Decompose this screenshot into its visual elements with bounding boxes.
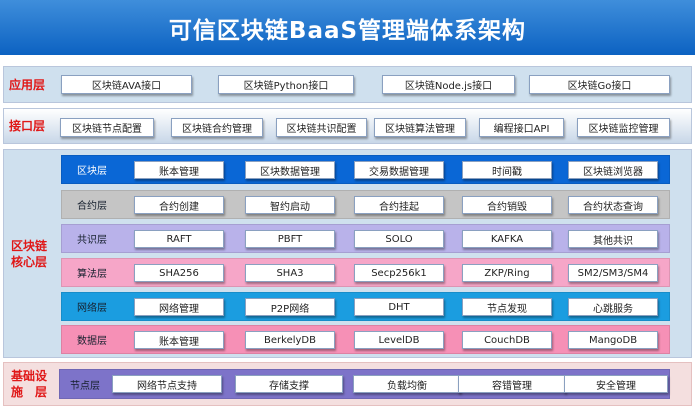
data-sublayer-label: 数据层 xyxy=(77,336,107,347)
page-title: 可信区块链BaaS管理端体系架构 xyxy=(0,0,695,55)
algorithm-item-sm[interactable]: SM2/SM3/SM4 xyxy=(568,264,658,282)
app-item-go-interface[interactable]: 区块链Go接口 xyxy=(529,75,670,94)
block-item-block-data[interactable]: 区块数据管理 xyxy=(245,161,335,179)
node-item-network-support[interactable]: 网络节点支持 xyxy=(112,375,222,393)
data-item-couchdb[interactable]: CouchDB xyxy=(462,331,552,349)
algorithm-sublayer: 算法层 SHA256 SHA3 Secp256k1 ZKP/Ring SM2/S… xyxy=(61,258,670,287)
app-item-python-interface[interactable]: 区块链Python接口 xyxy=(218,75,354,94)
iface-item-node-config[interactable]: 区块链节点配置 xyxy=(60,118,154,137)
node-sublayer: 节点层 网络节点支持 存储支撑 负载均衡 容错管理 安全管理 xyxy=(59,369,670,399)
consensus-item-other[interactable]: 其他共识 xyxy=(568,230,658,248)
app-item-nodejs-interface[interactable]: 区块链Node.js接口 xyxy=(382,75,515,94)
block-sublayer-label: 区块层 xyxy=(77,166,107,177)
data-item-mongodb[interactable]: MangoDB xyxy=(568,331,658,349)
data-item-leveldb[interactable]: LevelDB xyxy=(354,331,444,349)
node-sublayer-label: 节点层 xyxy=(70,380,100,392)
iface-item-consensus-config[interactable]: 区块链共识配置 xyxy=(276,118,367,137)
interface-layer: 接口层 区块链节点配置 区块链合约管理 区块链共识配置 区块链算法管理 编程接口… xyxy=(3,108,692,144)
iface-item-contract-mgmt[interactable]: 区块链合约管理 xyxy=(171,118,263,137)
node-item-load-balancing[interactable]: 负载均衡 xyxy=(353,375,461,393)
algorithm-item-sha3[interactable]: SHA3 xyxy=(245,264,335,282)
node-item-security-mgmt[interactable]: 安全管理 xyxy=(564,375,668,393)
node-item-storage-support[interactable]: 存储支撑 xyxy=(235,375,343,393)
consensus-sublayer: 共识层 RAFT PBFT SOLO KAFKA 其他共识 xyxy=(61,224,670,253)
application-layer: 应用层 区块链AVA接口 区块链Python接口 区块链Node.js接口 区块… xyxy=(3,66,692,103)
consensus-sublayer-label: 共识层 xyxy=(77,235,107,246)
algorithm-sublayer-label: 算法层 xyxy=(77,269,107,280)
block-item-timestamp[interactable]: 时间戳 xyxy=(462,161,552,179)
contract-sublayer: 合约层 合约创建 智约启动 合约挂起 合约销毁 合约状态查询 xyxy=(61,190,670,219)
interface-layer-label: 接口层 xyxy=(8,119,45,133)
iface-item-algorithm-mgmt[interactable]: 区块链算法管理 xyxy=(374,118,466,137)
network-item-mgmt[interactable]: 网络管理 xyxy=(134,298,224,316)
contract-sublayer-label: 合约层 xyxy=(77,201,107,212)
contract-item-suspend[interactable]: 合约挂起 xyxy=(354,196,444,214)
algorithm-item-zkp-ring[interactable]: ZKP/Ring xyxy=(462,264,552,282)
application-layer-label: 应用层 xyxy=(8,77,45,92)
iface-item-monitor-mgmt[interactable]: 区块链监控管理 xyxy=(577,118,670,137)
data-sublayer: 数据层 账本管理 BerkelyDB LevelDB CouchDB Mango… xyxy=(61,325,670,354)
network-sublayer: 网络层 网络管理 P2P网络 DHT 节点发现 心跳服务 xyxy=(61,292,670,321)
infrastructure-layer-label: 基础设 施 层 xyxy=(4,363,54,405)
core-layer-label-line1: 区块链 xyxy=(10,238,47,253)
contract-item-create[interactable]: 合约创建 xyxy=(134,196,224,214)
block-item-explorer[interactable]: 区块链浏览器 xyxy=(568,161,658,179)
network-item-node-discovery[interactable]: 节点发现 xyxy=(462,298,552,316)
infrastructure-layer-label-line2: 施 层 xyxy=(10,385,47,399)
block-item-ledger[interactable]: 账本管理 xyxy=(134,161,224,179)
block-sublayer: 区块层 账本管理 区块数据管理 交易数据管理 时间戳 区块链浏览器 xyxy=(61,155,670,184)
network-item-p2p[interactable]: P2P网络 xyxy=(245,298,335,316)
network-item-dht[interactable]: DHT xyxy=(354,298,444,316)
app-item-java-interface[interactable]: 区块链AVA接口 xyxy=(61,75,192,94)
core-layer-label-line2: 核心层 xyxy=(10,254,47,269)
infrastructure-layer-label-line1: 基础设 xyxy=(10,369,47,383)
algorithm-item-secp256k1[interactable]: Secp256k1 xyxy=(354,264,444,282)
contract-item-start[interactable]: 智约启动 xyxy=(245,196,335,214)
contract-item-status-query[interactable]: 合约状态查询 xyxy=(568,196,658,214)
core-layer: 区块链 核心层 区块层 账本管理 区块数据管理 交易数据管理 时间戳 区块链浏览… xyxy=(3,149,692,358)
core-layer-label: 区块链 核心层 xyxy=(4,150,54,357)
consensus-item-solo[interactable]: SOLO xyxy=(354,230,444,248)
contract-item-destroy[interactable]: 合约销毁 xyxy=(462,196,552,214)
network-item-heartbeat[interactable]: 心跳服务 xyxy=(568,298,658,316)
consensus-item-raft[interactable]: RAFT xyxy=(134,230,224,248)
consensus-item-pbft[interactable]: PBFT xyxy=(245,230,335,248)
block-item-tx-data[interactable]: 交易数据管理 xyxy=(354,161,444,179)
data-item-berkeleydb[interactable]: BerkelyDB xyxy=(245,331,335,349)
node-item-fault-tolerance[interactable]: 容错管理 xyxy=(458,375,566,393)
data-item-ledger[interactable]: 账本管理 xyxy=(134,331,224,349)
consensus-item-kafka[interactable]: KAFKA xyxy=(462,230,552,248)
algorithm-item-sha256[interactable]: SHA256 xyxy=(134,264,224,282)
infrastructure-layer: 基础设 施 层 节点层 网络节点支持 存储支撑 负载均衡 容错管理 安全管理 xyxy=(3,362,692,406)
iface-item-programming-api[interactable]: 编程接口API xyxy=(479,118,564,137)
network-sublayer-label: 网络层 xyxy=(77,303,107,314)
